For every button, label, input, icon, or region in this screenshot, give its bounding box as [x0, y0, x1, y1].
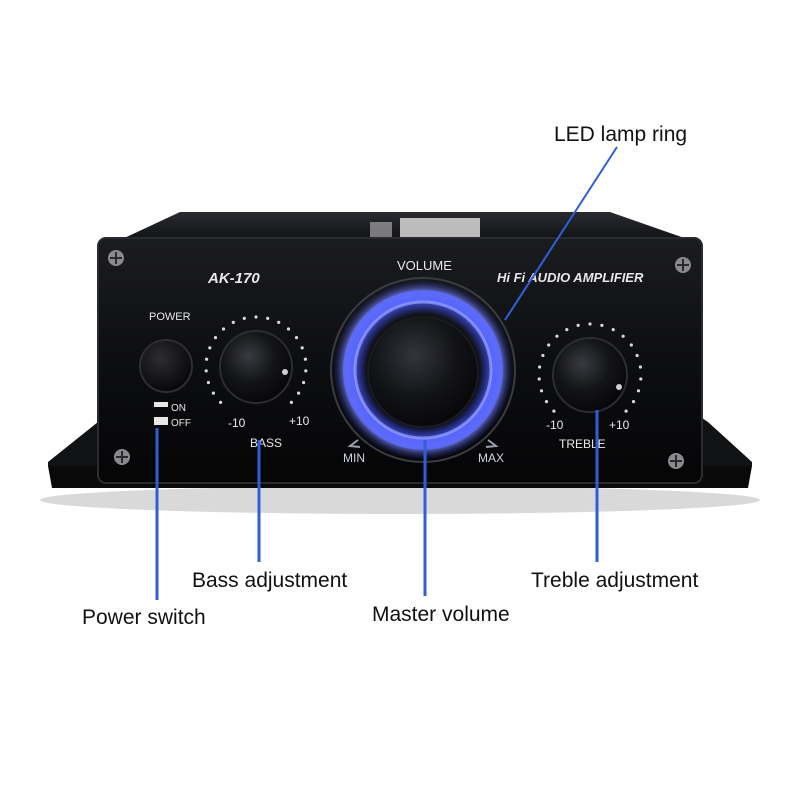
volume-knob[interactable] — [367, 316, 479, 428]
treble-knob[interactable] — [552, 337, 628, 413]
bass-scale-dot — [254, 315, 258, 319]
treble-scale-dot — [552, 409, 556, 413]
switch-on-icon — [154, 402, 168, 407]
callout-bass-adjustment: Bass adjustment — [192, 569, 348, 592]
treble-scale-dot — [600, 323, 604, 327]
bass-scale-dot — [211, 391, 215, 395]
treble-scale-dot — [555, 334, 559, 338]
screw-bottom-left — [114, 449, 130, 465]
volume-min: MIN — [343, 451, 365, 465]
bass-scale-dot — [213, 336, 218, 340]
treble-scale-dot — [631, 400, 636, 404]
volume-min-arrow — [347, 439, 361, 448]
volume-bezel — [330, 277, 516, 463]
bass-scale-dot — [208, 346, 212, 350]
treble-scale-dot — [611, 328, 615, 332]
treble-scale-dot — [537, 377, 541, 381]
chassis-top-mark — [370, 222, 392, 238]
treble-scale-dots — [537, 322, 643, 413]
treble-scale-dot — [629, 343, 633, 347]
led-ring-inner — [353, 300, 493, 440]
screw-top-left — [108, 250, 124, 266]
bass-scale-dot — [303, 357, 307, 361]
bass-scale-dot — [286, 327, 291, 331]
screw-bottom-right — [668, 453, 684, 469]
bass-scale-dots — [204, 315, 308, 404]
flange-side-right — [690, 410, 752, 466]
bass-scale-dot — [294, 336, 299, 340]
treble-scale-dot — [624, 409, 628, 413]
volume-max-arrow — [485, 439, 499, 448]
treble-label: TREBLE — [559, 437, 606, 451]
treble-scale-dot — [638, 365, 643, 369]
volume-max: MAX — [478, 451, 504, 465]
bass-scale-dot — [204, 369, 208, 373]
bass-scale-dot — [231, 320, 235, 324]
bass-scale-dot — [302, 380, 306, 385]
treble-scale-dot — [539, 389, 544, 393]
bass-scale-dot — [300, 346, 304, 350]
bass-scale-dot — [277, 320, 281, 324]
bass-scale-dot — [221, 327, 226, 331]
power-label: POWER — [149, 311, 191, 323]
bass-knob[interactable] — [219, 330, 293, 404]
led-ring — [343, 290, 503, 450]
treble-scale-dot — [538, 365, 542, 369]
treble-scale-dot — [635, 353, 639, 358]
bass-scale-dot — [205, 357, 209, 361]
treble-scale-dot — [588, 322, 592, 326]
front-panel-edge — [97, 237, 703, 484]
treble-scale-dot — [544, 400, 549, 404]
bass-min: -10 — [228, 416, 246, 430]
device-shadow — [40, 486, 760, 514]
treble-scale-dot — [621, 334, 625, 338]
bass-scale-dot — [266, 316, 270, 320]
screw-top-right — [675, 257, 691, 273]
bass-scale-dot — [219, 400, 223, 404]
treble-knob-indicator — [616, 384, 622, 390]
bass-label: BASS — [250, 436, 282, 450]
treble-scale-dot — [576, 323, 580, 327]
callout-master-volume: Master volume — [372, 603, 510, 626]
volume-label: VOLUME — [397, 258, 452, 273]
treble-scale-dot — [636, 389, 641, 393]
callout-line-led — [504, 146, 618, 321]
switch-off-label: OFF — [171, 418, 191, 429]
callout-treble-adjustment: Treble adjustment — [531, 569, 699, 592]
bass-scale-dot — [289, 400, 293, 404]
brand-line: Hi Fi AUDIO AMPLIFIER — [497, 270, 644, 285]
bass-scale-dot — [304, 369, 308, 373]
switch-on-label: ON — [171, 403, 186, 414]
bass-scale-dot — [242, 316, 246, 320]
bass-scale-dot — [206, 380, 210, 385]
treble-max: +10 — [609, 418, 630, 432]
bass-knob-indicator — [282, 369, 288, 375]
callout-power-switch: Power switch — [82, 606, 206, 629]
treble-scale-dot — [547, 343, 551, 347]
chassis-top-label — [400, 218, 480, 240]
treble-scale-dot — [565, 328, 569, 332]
treble-scale-dot — [541, 353, 545, 358]
model-label: AK-170 — [207, 270, 260, 287]
bass-max: +10 — [289, 414, 310, 428]
treble-scale-dot — [639, 377, 643, 381]
power-button[interactable] — [139, 339, 193, 393]
bass-scale-dot — [297, 391, 301, 395]
switch-off-icon — [154, 417, 168, 425]
callout-led-ring: LED lamp ring — [554, 123, 688, 146]
treble-min: -10 — [546, 418, 564, 432]
